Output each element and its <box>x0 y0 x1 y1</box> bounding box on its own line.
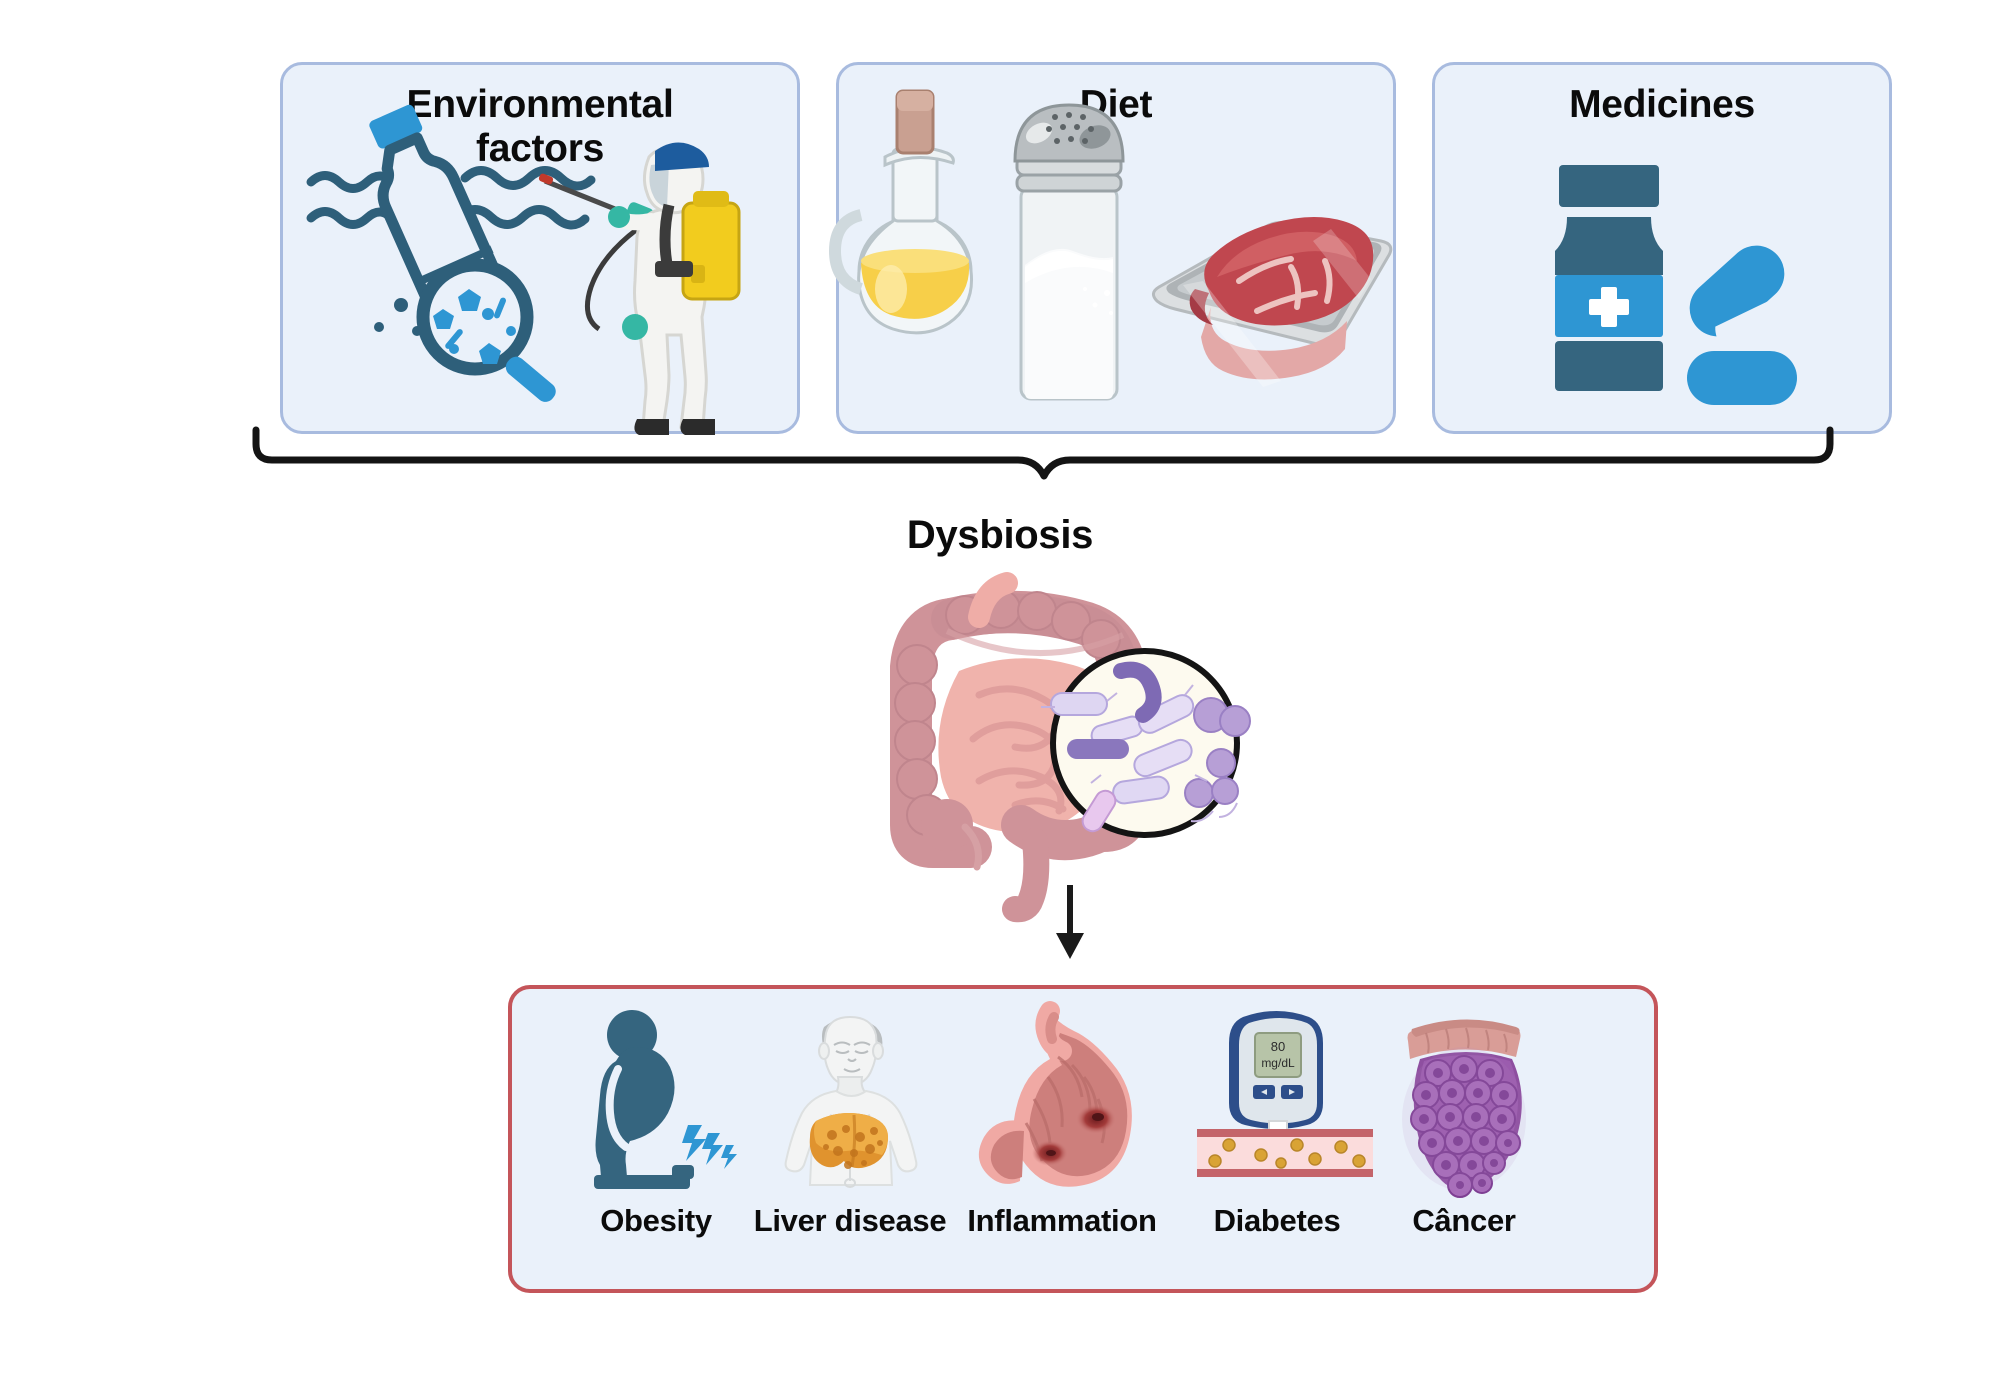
fatty-liver-torso-icon <box>750 1003 950 1199</box>
tumor-cells-icon <box>1364 1003 1564 1199</box>
salt-shaker-icon <box>1013 103 1125 401</box>
diet-art <box>828 65 1393 431</box>
outcome-diabetes: 80 mg/dL <box>1177 1003 1377 1283</box>
obese-person-on-scale-icon <box>556 1003 756 1199</box>
outcomes-panel: Obesity <box>508 985 1658 1293</box>
intestine-icon <box>855 572 1255 923</box>
down-arrow-icon <box>1050 885 1090 963</box>
cause-card-diet: Diet <box>828 62 1396 434</box>
outcome-label: Liver disease <box>753 1203 947 1238</box>
outcome-label: Câncer <box>1412 1203 1516 1238</box>
glucose-meter-icon: 80 mg/dL <box>1177 1003 1377 1199</box>
cause-card-title: Medicines <box>1569 83 1755 126</box>
outcome-inflammation: Inflammation <box>962 1001 1162 1283</box>
glucose-unit: mg/dL <box>1261 1056 1295 1070</box>
outcome-label: Diabetes <box>1213 1203 1341 1238</box>
environmental-art <box>283 65 797 435</box>
outcome-cancer: Câncer <box>1364 1003 1564 1283</box>
inflamed-stomach-icon <box>962 1001 1162 1199</box>
cause-title-line-2: factors <box>476 127 604 171</box>
oil-cruet-icon <box>828 89 974 335</box>
pesticide-sprayer-worker-icon <box>538 142 741 435</box>
impact-sparks-icon <box>682 1125 737 1169</box>
glucose-molecules-icon <box>1208 1138 1366 1169</box>
outcome-label: Inflammation <box>967 1203 1157 1238</box>
outcome-label: Obesity <box>600 1203 712 1238</box>
gut-bacteria-magnification-icon <box>1041 648 1251 838</box>
magnifier-microplastics-icon <box>416 258 556 402</box>
pill-bottle-icon <box>1555 165 1663 391</box>
cause-card-title: Environmental factors <box>283 83 797 172</box>
medicines-art <box>1435 65 1889 431</box>
dysbiosis-label: Dysbiosis <box>906 513 1094 557</box>
capsule-pill-icon <box>1687 245 1797 405</box>
outcome-obesity: Obesity <box>556 1003 756 1283</box>
glucose-value: 80 <box>1271 1039 1285 1054</box>
water-waves-icon <box>306 166 596 230</box>
outcome-liver-disease: Liver disease <box>750 1003 950 1283</box>
brace-connector <box>230 420 1870 480</box>
cause-title-line-1: Environmental <box>406 83 674 126</box>
cause-card-medicines: Medicines <box>1432 62 1892 434</box>
red-meat-tray-icon <box>1152 216 1393 387</box>
cause-card-environmental: Environmental factors <box>280 62 800 435</box>
